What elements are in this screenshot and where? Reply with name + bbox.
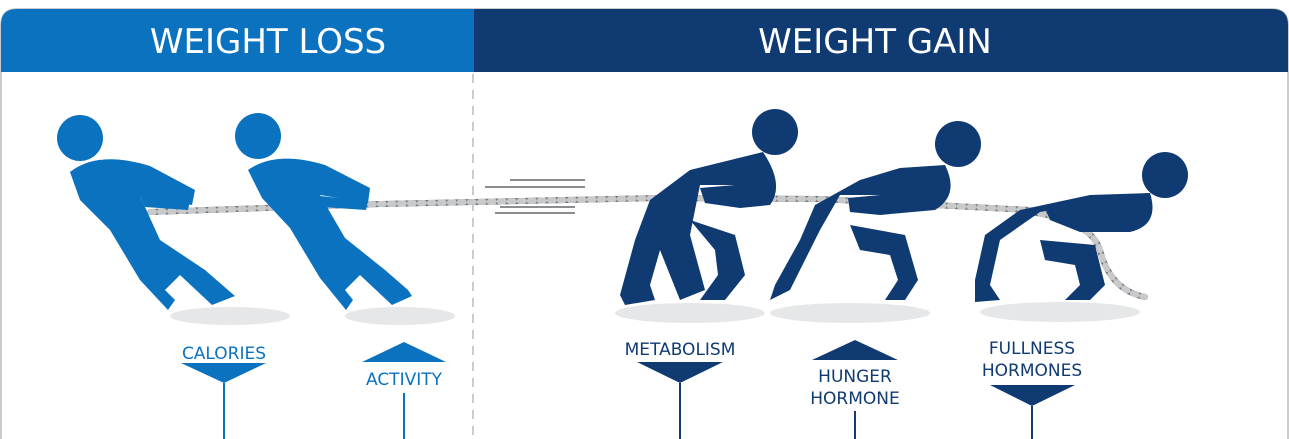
label-fullness-line1: FULLNESS	[989, 339, 1075, 359]
shadow-gain-2	[770, 303, 930, 323]
label-hunger-line1: HUNGER	[818, 367, 892, 387]
label-activity: ACTIVITY	[366, 370, 443, 390]
header-weight-gain-title: WEIGHT GAIN	[758, 22, 992, 62]
label-calories: CALORIES	[182, 344, 266, 364]
shadow-gain-1	[615, 303, 765, 323]
label-metabolism: METABOLISM	[625, 340, 736, 360]
label-fullness-line2: HORMONES	[982, 361, 1082, 381]
shadow-loss-2	[345, 307, 455, 325]
label-hunger-line2: HORMONE	[810, 389, 899, 409]
header-weight-loss-title: WEIGHT LOSS	[150, 22, 386, 62]
shadow-gain-3	[980, 302, 1140, 322]
shadow-loss-1	[170, 307, 290, 325]
